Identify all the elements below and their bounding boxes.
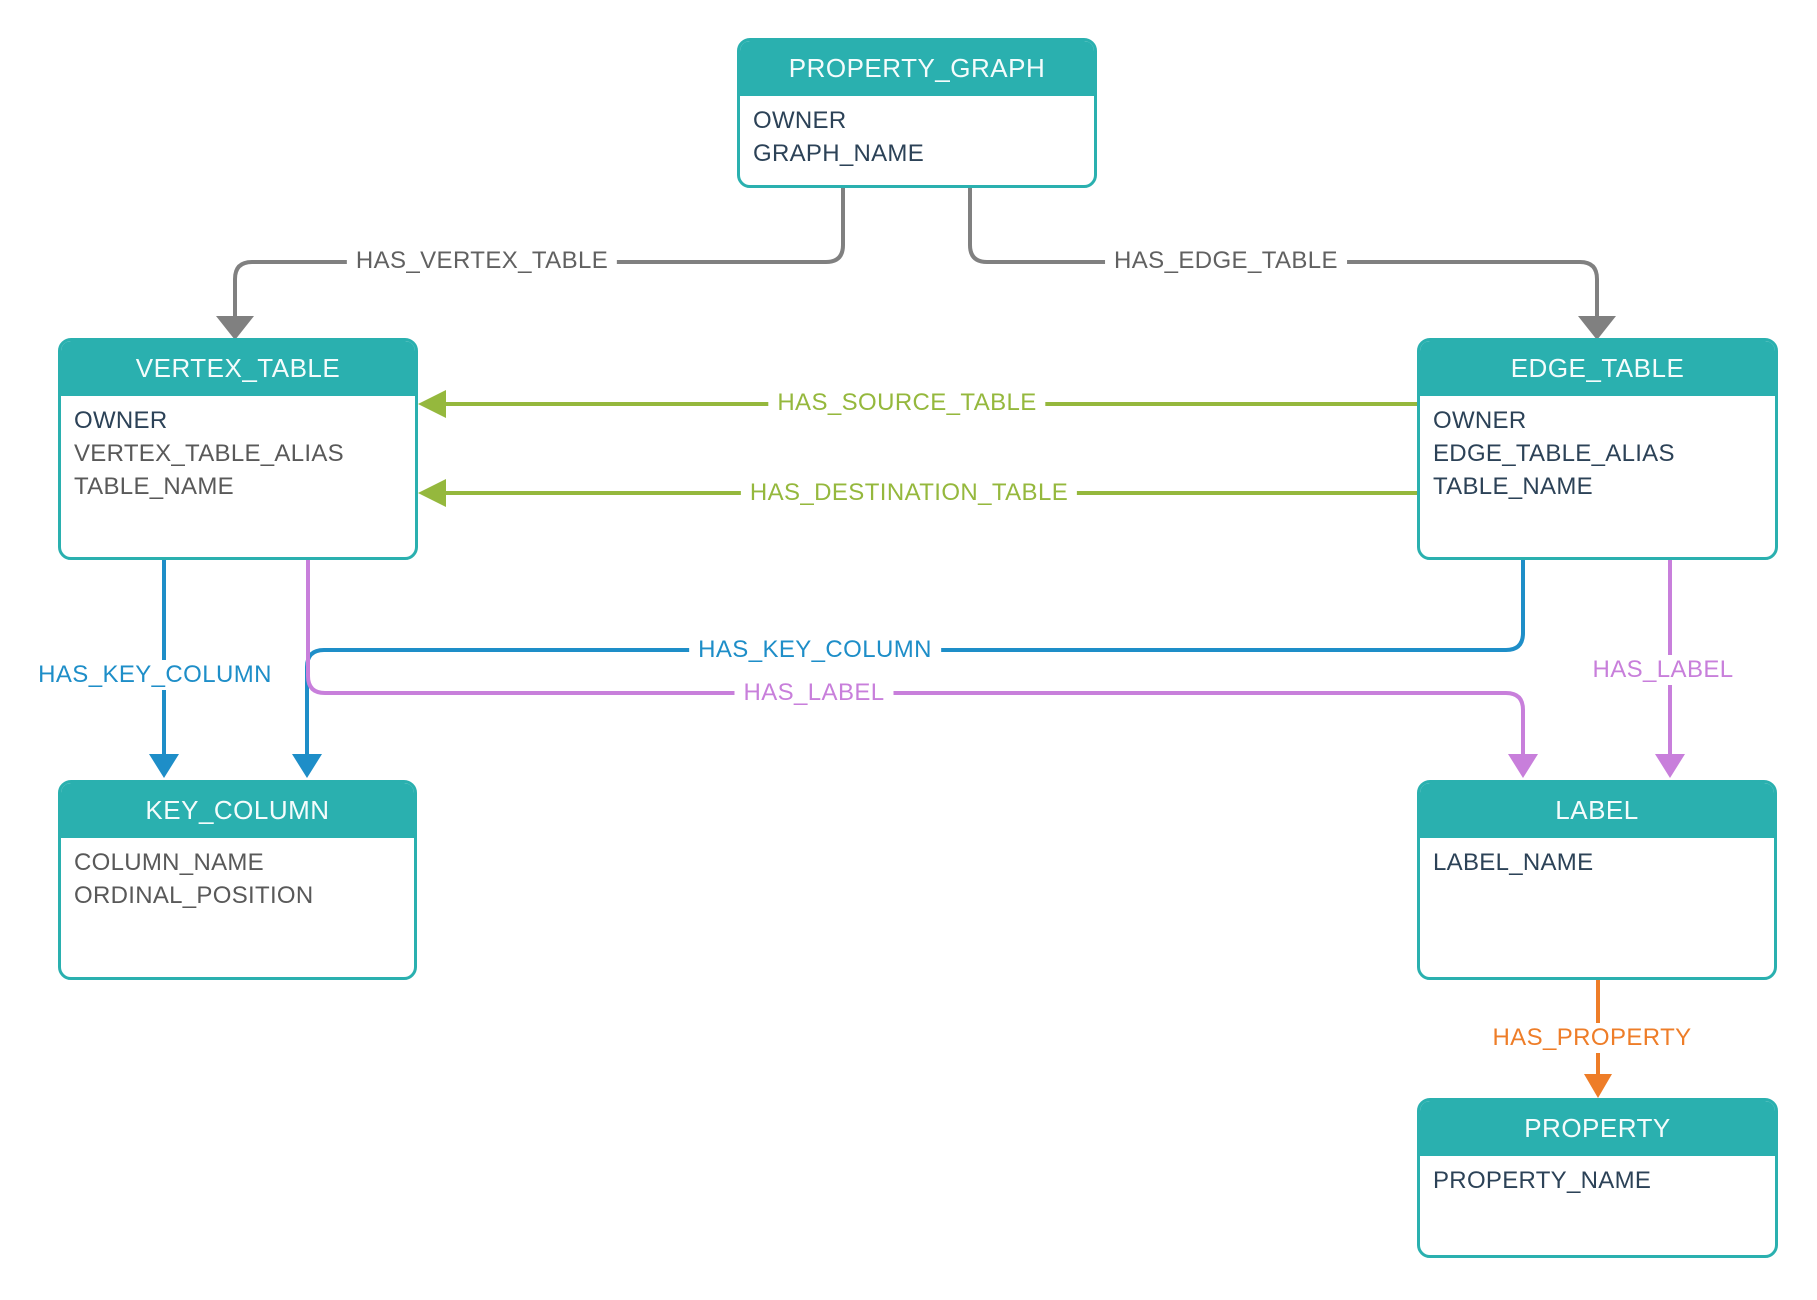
entity-property-graph-fields: OWNER GRAPH_NAME	[740, 96, 1094, 170]
entity-key-column-fields: COLUMN_NAME ORDINAL_POSITION	[61, 838, 414, 912]
edge-label-has-destination-table: HAS_DESTINATION_TABLE	[740, 478, 1078, 508]
edge-label-has-label-mid: HAS_LABEL	[734, 678, 894, 708]
edge-has-key-column-vertex-arrowhead	[149, 754, 179, 778]
entity-edge-table-title: EDGE_TABLE	[1510, 353, 1685, 383]
edge-label-has-source-table: HAS_SOURCE_TABLE	[768, 388, 1046, 418]
edge-has-edge-table-arrowhead	[1578, 316, 1616, 340]
field-row: EDGE_TABLE_ALIAS	[1433, 440, 1675, 467]
entity-property: PROPERTY PROPERTY_NAME	[1417, 1098, 1778, 1258]
edge-label-has-vertex-table: HAS_VERTEX_TABLE	[346, 246, 618, 276]
entity-vertex-table-title: VERTEX_TABLE	[135, 353, 341, 383]
field-row: TABLE_NAME	[1433, 473, 1593, 500]
field-row: COLUMN_NAME	[74, 849, 264, 876]
field-row: GRAPH_NAME	[753, 140, 925, 167]
entity-property-title: PROPERTY	[1524, 1113, 1671, 1143]
field-row: OWNER	[1433, 407, 1527, 434]
entity-property-fields: PROPERTY_NAME	[1420, 1156, 1775, 1197]
field-row: OWNER	[74, 407, 168, 434]
entity-vertex-table: VERTEX_TABLE OWNER VERTEX_TABLE_ALIAS TA…	[58, 338, 418, 560]
field-row: ORDINAL_POSITION	[74, 882, 314, 909]
entity-property-graph-title: PROPERTY_GRAPH	[788, 53, 1046, 83]
edge-has-label-vertex-arrowhead	[1508, 754, 1538, 778]
entity-key-column: KEY_COLUMN COLUMN_NAME ORDINAL_POSITION	[58, 780, 417, 980]
entity-key-column-header: KEY_COLUMN	[61, 783, 414, 838]
field-row: VERTEX_TABLE_ALIAS	[74, 440, 344, 467]
field-row: OWNER	[753, 107, 847, 134]
entity-label: LABEL LABEL_NAME	[1417, 780, 1777, 980]
entity-property-graph-header: PROPERTY_GRAPH	[740, 41, 1094, 96]
entity-label-fields: LABEL_NAME	[1420, 838, 1774, 879]
edge-has-source-table-arrowhead	[418, 390, 446, 418]
entity-label-title: LABEL	[1555, 795, 1639, 825]
edge-label-has-edge-table: HAS_EDGE_TABLE	[1105, 246, 1347, 276]
edge-label-has-label-right: HAS_LABEL	[1583, 655, 1743, 685]
entity-edge-table: EDGE_TABLE OWNER EDGE_TABLE_ALIAS TABLE_…	[1417, 338, 1778, 560]
edge-has-vertex-table-arrowhead	[216, 316, 254, 340]
entity-property-graph: PROPERTY_GRAPH OWNER GRAPH_NAME	[737, 38, 1097, 188]
edge-label-has-key-column-left: HAS_KEY_COLUMN	[29, 660, 281, 690]
edge-label-has-property: HAS_PROPERTY	[1483, 1023, 1701, 1053]
entity-key-column-title: KEY_COLUMN	[145, 795, 330, 825]
entity-vertex-table-fields: OWNER VERTEX_TABLE_ALIAS TABLE_NAME	[61, 396, 415, 503]
entity-property-header: PROPERTY	[1420, 1101, 1775, 1156]
entity-vertex-table-header: VERTEX_TABLE	[61, 341, 415, 396]
edge-has-label-edge-arrowhead	[1655, 754, 1685, 778]
field-row: PROPERTY_NAME	[1433, 1167, 1652, 1194]
edge-label-has-key-column-mid: HAS_KEY_COLUMN	[689, 635, 941, 665]
field-row: LABEL_NAME	[1433, 849, 1594, 876]
field-row: TABLE_NAME	[74, 473, 234, 500]
entity-label-header: LABEL	[1420, 783, 1774, 838]
entity-edge-table-fields: OWNER EDGE_TABLE_ALIAS TABLE_NAME	[1420, 396, 1775, 503]
edge-has-label-vertex-line	[306, 558, 1525, 756]
entity-edge-table-header: EDGE_TABLE	[1420, 341, 1775, 396]
edge-has-property-arrowhead	[1584, 1074, 1612, 1098]
edge-has-destination-table-arrowhead	[418, 479, 446, 507]
edge-has-key-column-edge-arrowhead	[292, 754, 322, 778]
